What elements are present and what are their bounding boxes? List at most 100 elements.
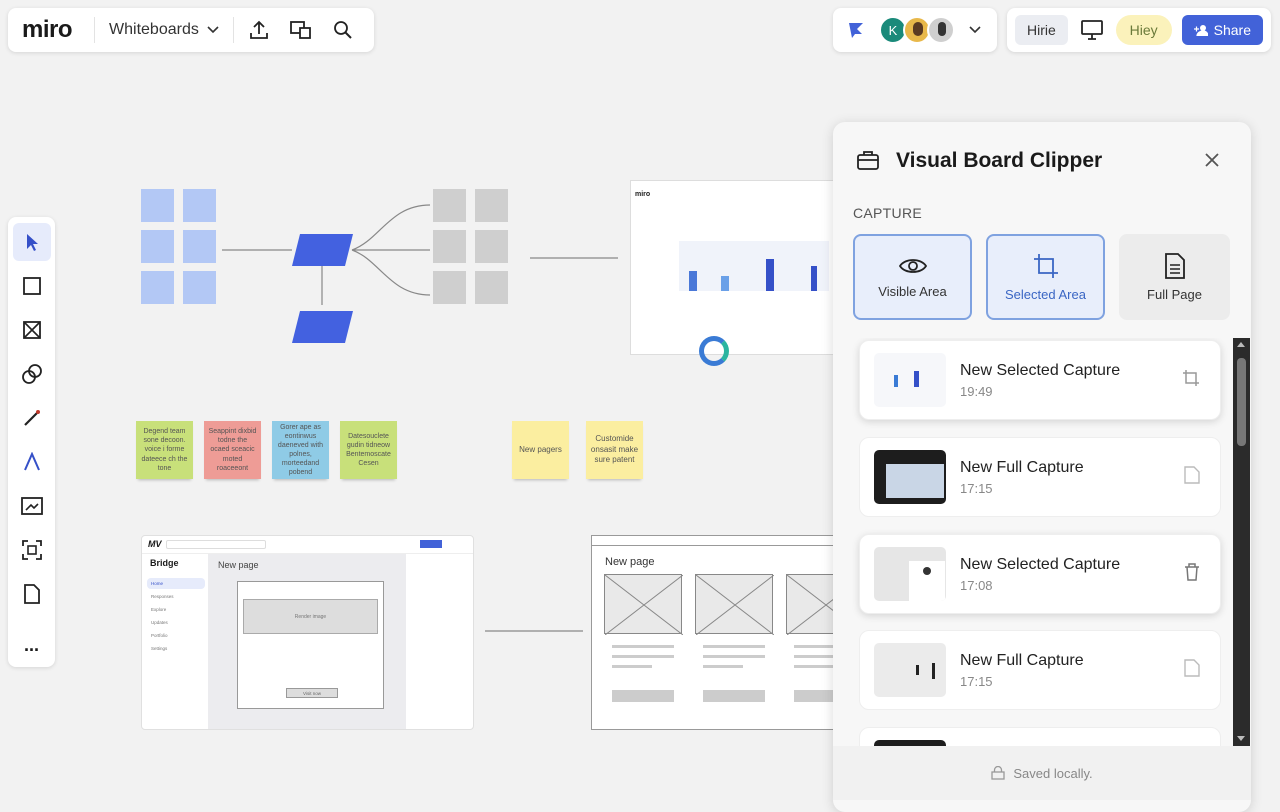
- frame-icon: [22, 321, 41, 339]
- pen-icon: [23, 410, 40, 426]
- full-page-button[interactable]: Full Page: [1119, 234, 1230, 320]
- more-tools[interactable]: ...: [23, 634, 39, 655]
- sticky-note[interactable]: New pagers: [512, 421, 569, 479]
- close-icon[interactable]: [1204, 152, 1220, 168]
- crop-icon: [1033, 253, 1058, 278]
- rectangle-tool[interactable]: [13, 267, 51, 305]
- grid-square[interactable]: [475, 271, 508, 304]
- capture-time: 17:15: [960, 480, 993, 496]
- scrollbar-thumb[interactable]: [1237, 358, 1246, 446]
- sticky-note[interactable]: Gorer ape as eontinwus daeneved with pol…: [272, 421, 329, 479]
- divider: [94, 17, 96, 43]
- miro-logo[interactable]: miro: [22, 16, 73, 43]
- trash-icon[interactable]: [1184, 563, 1200, 581]
- selected-area-button[interactable]: Selected Area: [986, 234, 1105, 320]
- button-placeholder: [703, 690, 765, 702]
- capture-thumbnail: [874, 353, 946, 407]
- visible-area-button[interactable]: Visible Area: [853, 234, 972, 320]
- document-tool[interactable]: [13, 575, 51, 613]
- sticky-note[interactable]: Datesouclete gudin tidneow Bentemoscate …: [340, 421, 397, 479]
- text-line: [703, 665, 743, 668]
- share-label: Share: [1213, 22, 1251, 38]
- document-icon[interactable]: [1184, 466, 1200, 484]
- grid-square[interactable]: [183, 230, 216, 263]
- frame-tool[interactable]: [13, 311, 51, 349]
- grid-square[interactable]: [433, 230, 466, 263]
- sticky-note[interactable]: Customide onsasit make sure patent: [586, 421, 643, 479]
- grid-square[interactable]: [141, 271, 174, 304]
- capture-title: New Selected Capture: [960, 361, 1121, 379]
- grid-square[interactable]: [475, 189, 508, 222]
- sticky-note[interactable]: Seappint dixbid todne the ocaed sceacic …: [204, 421, 261, 479]
- hire-button[interactable]: Hirie: [1015, 15, 1068, 45]
- capture-time: 17:08: [960, 577, 993, 593]
- grid-square[interactable]: [433, 271, 466, 304]
- hero-image-placeholder: Render image: [243, 599, 378, 634]
- wireframe-page-title: New page: [218, 560, 259, 570]
- image-tool[interactable]: [13, 487, 51, 525]
- wireframe-nav-item: Updates: [151, 620, 168, 625]
- avatar[interactable]: [927, 16, 955, 44]
- capture-item[interactable]: [859, 727, 1221, 746]
- grid-square[interactable]: [433, 189, 466, 222]
- text-icon: [23, 452, 40, 471]
- share-button[interactable]: Share: [1181, 15, 1263, 45]
- text-line: [703, 645, 765, 648]
- grid-square[interactable]: [183, 189, 216, 222]
- text-tool[interactable]: [13, 443, 51, 481]
- grid-square[interactable]: [183, 271, 216, 304]
- document-icon[interactable]: [1184, 659, 1200, 677]
- search-button[interactable]: [322, 12, 364, 48]
- select-tool[interactable]: [12, 223, 51, 261]
- crop-icon[interactable]: [1182, 369, 1200, 387]
- capture-time: 19:49: [960, 383, 993, 399]
- chevron-down-icon: [207, 26, 219, 34]
- capture-thumbnail: [874, 643, 946, 697]
- text-line: [612, 665, 652, 668]
- visit-button-placeholder: Visit now: [286, 688, 338, 698]
- chevron-down-icon[interactable]: [969, 26, 981, 34]
- briefcase-icon: [857, 151, 879, 170]
- text-line: [703, 655, 765, 658]
- wireframe-nav-item: Portfolio: [151, 633, 168, 638]
- document-icon: [23, 584, 40, 604]
- capture-list[interactable]: New Selected Capture 19:49 New Full Captu…: [840, 338, 1233, 746]
- upload-button[interactable]: [238, 12, 280, 48]
- process-shape: [292, 234, 353, 266]
- top-left-bar: miro Whiteboards: [8, 8, 374, 52]
- left-toolbar: ...: [8, 217, 55, 667]
- board-menu[interactable]: Whiteboards: [95, 21, 233, 39]
- grid-square[interactable]: [475, 230, 508, 263]
- wireframe-nav-item: Home: [147, 578, 205, 589]
- pen-tool[interactable]: [13, 399, 51, 437]
- text-line: [612, 645, 674, 648]
- capture-item[interactable]: New Selected Capture 19:49: [859, 340, 1221, 420]
- selected-area-label: Selected Area: [1005, 286, 1086, 302]
- capture-time: 17:15: [960, 673, 993, 689]
- upload-icon: [249, 20, 268, 39]
- hey-button[interactable]: Hiey: [1115, 15, 1172, 45]
- shapes-tool[interactable]: [13, 355, 51, 393]
- avatar[interactable]: [903, 16, 931, 44]
- crop-frame-tool[interactable]: [13, 531, 51, 569]
- share-screen-button[interactable]: [280, 12, 322, 48]
- capture-thumbnail: [874, 547, 946, 601]
- dashboard-mockup[interactable]: miro: [630, 180, 833, 366]
- present-button[interactable]: [1074, 12, 1110, 48]
- capture-thumbnail: [874, 450, 946, 504]
- scrollbar[interactable]: [1233, 338, 1250, 746]
- text-line: [794, 645, 856, 648]
- text-line: [794, 665, 834, 668]
- brand-name: Bridge: [150, 558, 179, 568]
- sticky-note[interactable]: Degend team sone decoon. voice i forme d…: [136, 421, 193, 479]
- flag-logo-icon[interactable]: [847, 21, 865, 39]
- panel-footer: Saved locally.: [833, 746, 1251, 800]
- grid-square[interactable]: [141, 230, 174, 263]
- monitor-icon: [1080, 20, 1103, 40]
- text-line: [794, 655, 856, 658]
- grid-square[interactable]: [141, 189, 174, 222]
